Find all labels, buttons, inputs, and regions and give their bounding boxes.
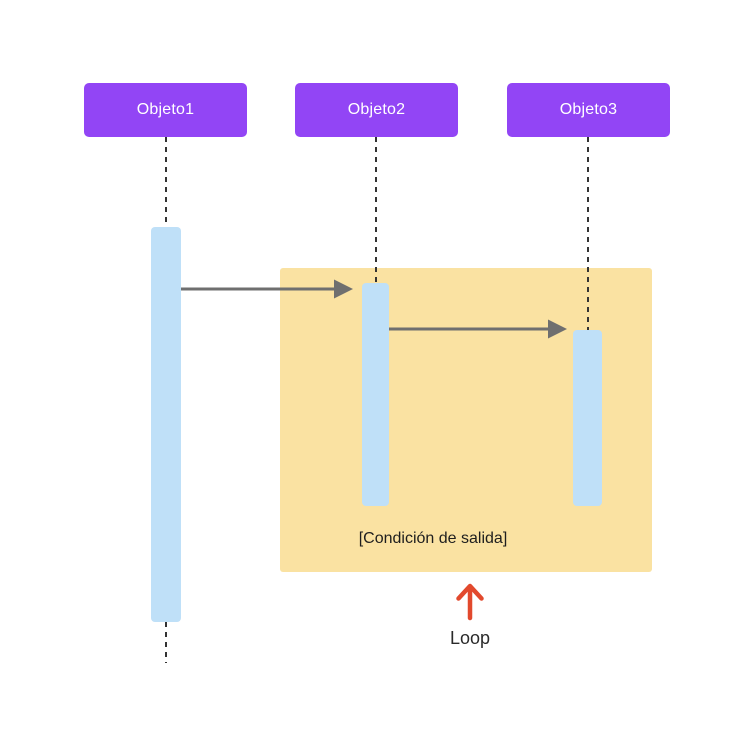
actor-label-objeto3: Objeto3: [559, 101, 618, 118]
loop-condition-label: [Condición de salida]: [358, 530, 508, 547]
actor-label-objeto1: Objeto1: [136, 101, 195, 118]
actor-box-objeto3: Objeto3: [507, 83, 670, 137]
activation-bar-objeto2: [362, 283, 389, 506]
loop-annotation-label: Loop: [449, 628, 491, 648]
actor-box-objeto1: Objeto1: [84, 83, 247, 137]
actor-box-objeto2: Objeto2: [295, 83, 458, 137]
actor-label-objeto2: Objeto2: [347, 101, 406, 118]
loop-pointer-arrow-icon: [456, 583, 484, 621]
activation-bar-objeto1: [151, 227, 181, 622]
activation-bar-objeto3: [573, 330, 602, 506]
